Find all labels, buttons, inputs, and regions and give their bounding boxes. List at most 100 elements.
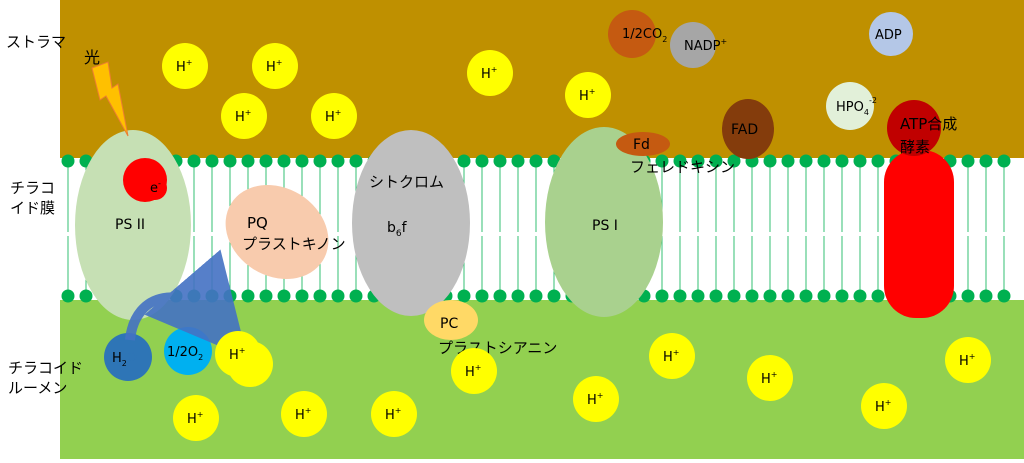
hpo4-label: HPO4-2 xyxy=(836,96,877,117)
proton-circle xyxy=(173,395,219,441)
light-label: 光 xyxy=(84,48,100,67)
proton-circle xyxy=(573,376,619,422)
proton: H+ xyxy=(252,43,298,89)
lipid-head xyxy=(475,289,489,303)
lipid-head xyxy=(493,289,507,303)
lipid-head xyxy=(223,289,237,303)
cytochrome-complex xyxy=(352,130,470,316)
lipid-head xyxy=(313,154,327,168)
proton-label: H+ xyxy=(295,406,311,423)
psi-complex xyxy=(545,127,663,317)
lipid-head xyxy=(457,289,471,303)
proton-circle xyxy=(565,72,611,118)
lipid-head xyxy=(331,289,345,303)
psi-label: PS I xyxy=(592,218,618,234)
proton-label: H+ xyxy=(663,348,679,365)
lipid-head xyxy=(205,289,219,303)
proton: H+ xyxy=(649,333,695,379)
lipid-head xyxy=(745,289,759,303)
lipid-head xyxy=(961,289,975,303)
water-label: H2O xyxy=(112,351,137,368)
proton-label: H+ xyxy=(875,398,891,415)
proton: H+ xyxy=(173,395,219,441)
lightning-bolt-icon xyxy=(91,61,129,137)
fad-label: FAD xyxy=(731,122,758,138)
lipid-head xyxy=(817,289,831,303)
lipid-head xyxy=(187,154,201,168)
psii-label: PS II xyxy=(115,217,145,233)
lipid-head xyxy=(691,154,705,168)
lipid-head xyxy=(799,154,813,168)
nadp-label: NADP+ xyxy=(684,37,727,54)
proton-label: H+ xyxy=(761,370,777,387)
lipid-head xyxy=(79,289,93,303)
lipid-head xyxy=(529,154,543,168)
lipid-head xyxy=(259,154,273,168)
proton-circle xyxy=(861,383,907,429)
fd-name: フェレドキシン xyxy=(630,158,735,176)
hpo4-molecule xyxy=(826,82,874,130)
thylakoid-membrane-label: チラコ イド膜 xyxy=(10,179,56,217)
lipid-head xyxy=(295,289,309,303)
lipid-head xyxy=(691,289,705,303)
proton-circle xyxy=(221,93,267,139)
stroma-label: ストラマ xyxy=(6,33,67,51)
proton-label: H+ xyxy=(266,58,282,75)
proton: H+ xyxy=(281,391,327,437)
proton: H+ xyxy=(467,50,513,96)
lipid-head xyxy=(835,289,849,303)
atp-synthase-label-line2: 酵素 xyxy=(900,138,930,156)
proton-label: H+ xyxy=(959,352,975,369)
lipid-head xyxy=(349,289,363,303)
lipid-head xyxy=(223,154,237,168)
lipid-head xyxy=(871,289,885,303)
lipid-head xyxy=(799,289,813,303)
lipid-head xyxy=(241,289,255,303)
proton: H+ xyxy=(162,43,208,89)
proton-label: H+ xyxy=(579,87,595,104)
lipid-head xyxy=(763,154,777,168)
lipid-head xyxy=(853,289,867,303)
proton-label: H+ xyxy=(587,391,603,408)
lipid-head xyxy=(547,289,561,303)
proton-circle xyxy=(252,43,298,89)
membrane-region xyxy=(60,158,1024,302)
lipid-head xyxy=(979,154,993,168)
cytochrome-b6f: b6f xyxy=(387,220,408,239)
lipid-head xyxy=(709,289,723,303)
proton-label: H+ xyxy=(176,58,192,75)
lipid-head xyxy=(511,154,525,168)
proton-circle xyxy=(649,333,695,379)
lipid-head xyxy=(61,154,75,168)
proton-circle xyxy=(162,43,208,89)
lipid-head xyxy=(205,154,219,168)
proton-label: H+ xyxy=(325,108,341,125)
proton-circle xyxy=(467,50,513,96)
pq-abbr: PQ xyxy=(247,214,268,232)
adp-molecule xyxy=(869,12,913,56)
thylakoid-lumen-label: チラコイド ルーメン xyxy=(8,359,84,397)
lipid-head xyxy=(511,289,525,303)
lipid-head xyxy=(475,154,489,168)
lipid-head xyxy=(709,154,723,168)
stroma-region xyxy=(60,0,1024,158)
proton-circle xyxy=(371,391,417,437)
lipid-head xyxy=(61,289,75,303)
electron-circle-highlight xyxy=(143,176,167,200)
fad-molecule xyxy=(722,99,774,159)
lipid-head xyxy=(529,289,543,303)
proton-label: H+ xyxy=(481,65,497,82)
water-split-arrow xyxy=(125,249,248,358)
electron-label: e- xyxy=(150,179,161,196)
co2-molecule xyxy=(608,10,656,58)
pc-abbr: PC xyxy=(440,316,458,332)
water-molecule xyxy=(104,333,152,381)
pq-complex xyxy=(225,184,329,280)
lipid-head xyxy=(961,154,975,168)
lipid-head xyxy=(457,154,471,168)
proton: H+ xyxy=(221,93,267,139)
proton-circle xyxy=(281,391,327,437)
lipid-head xyxy=(997,289,1011,303)
lipid-head xyxy=(781,289,795,303)
